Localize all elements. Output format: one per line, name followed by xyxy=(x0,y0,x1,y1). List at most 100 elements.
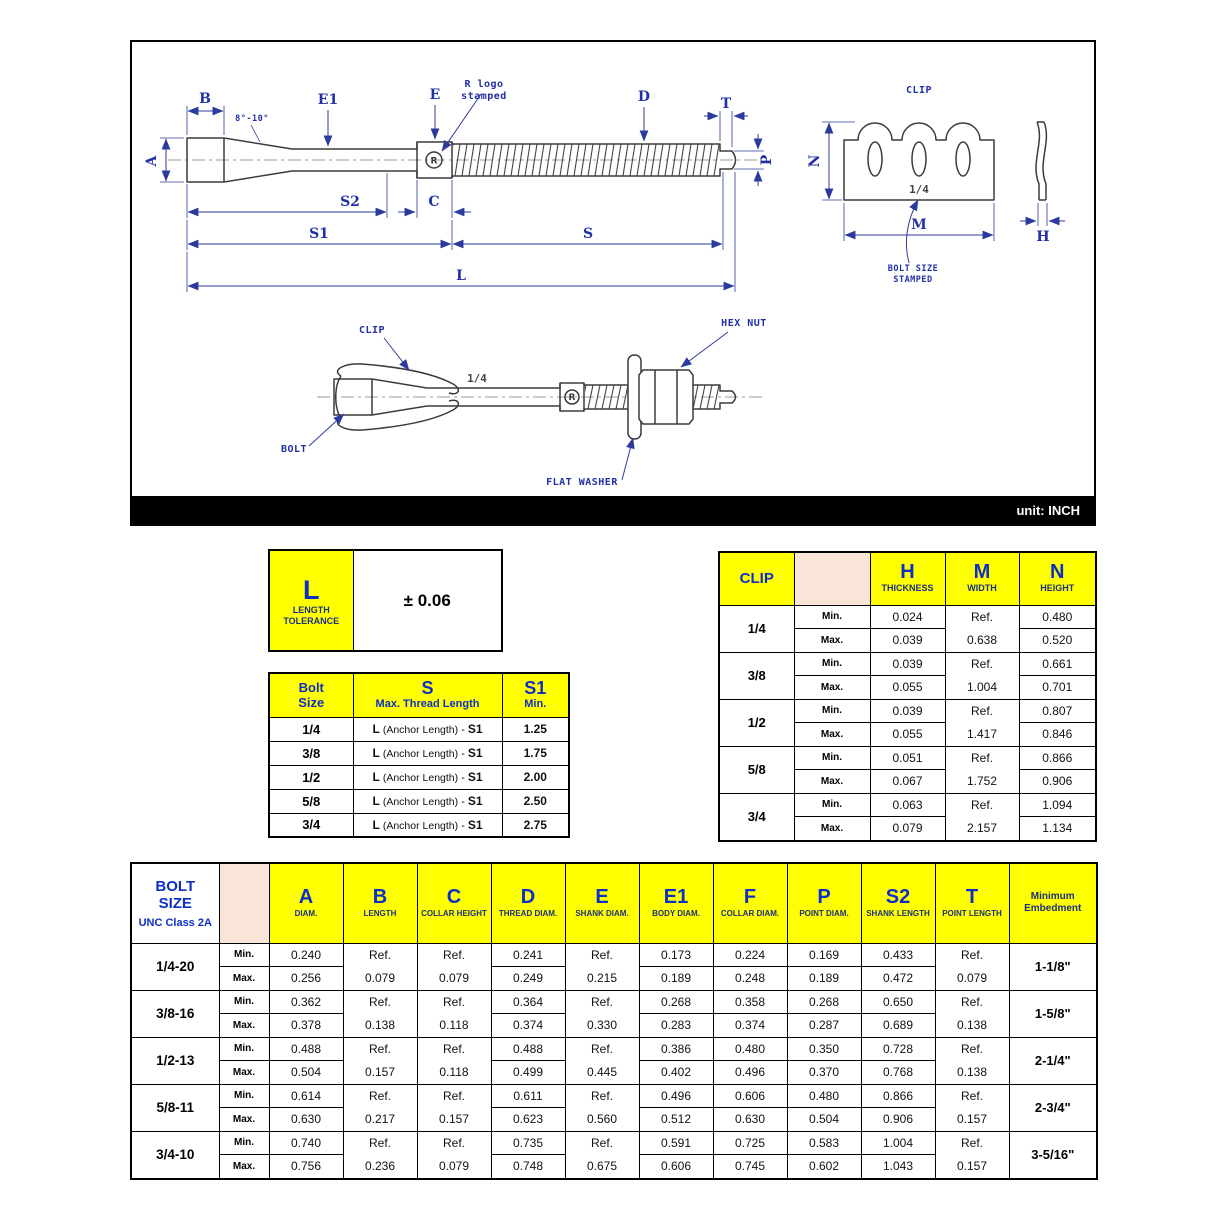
col-symbol: H xyxy=(900,561,915,584)
dim-p-label: P xyxy=(759,154,775,165)
ref-label: Ref. xyxy=(970,609,993,624)
max-label: Max. xyxy=(218,1013,270,1038)
wedge-anchor-drawing: R A B 8°-10° E1 E R logo stamped D xyxy=(144,79,1065,488)
a-min-value: 0.362 xyxy=(268,989,344,1014)
d-min-value: 0.488 xyxy=(490,1036,566,1061)
ref-label: Ref. xyxy=(960,994,983,1009)
formula-s1: S1 xyxy=(467,794,483,808)
table-row: 5/8-11 Min. 0.614 Ref.0.217 Ref.0.157 0.… xyxy=(130,1083,1098,1132)
embedment-header-line1: Minimum xyxy=(1030,891,1075,903)
c-ref-cell: Ref.0.118 xyxy=(416,989,492,1038)
bolt-size-cell: 1/2-13 xyxy=(130,1036,220,1085)
s2-max-value: 0.906 xyxy=(860,1107,936,1132)
s1-min-value: 2.00 xyxy=(501,764,570,790)
bolt-size-cell: 1/4-20 xyxy=(130,942,220,991)
ref-label: Ref. xyxy=(442,1135,465,1150)
e1-max-value: 0.283 xyxy=(638,1013,714,1038)
ref-label: Ref. xyxy=(590,947,613,962)
col-symbol: S xyxy=(421,678,434,699)
n-max-value: 0.701 xyxy=(1018,675,1097,700)
h-min-value: 0.039 xyxy=(869,651,946,676)
n-min-value: 1.094 xyxy=(1018,792,1097,818)
ref-label: Ref. xyxy=(368,947,391,962)
max-label: Max. xyxy=(218,1107,270,1132)
ref-label: Ref. xyxy=(442,1088,465,1103)
clip-callout: CLIP xyxy=(359,325,385,336)
h-min-value: 0.039 xyxy=(869,698,946,723)
formula-s1: S1 xyxy=(467,722,483,736)
r-logo-callout-line2: stamped xyxy=(461,91,507,102)
clip-front-view: CLIP 1/4 N M BOLT SIZE STAMPED xyxy=(807,85,995,285)
ref-label: Ref. xyxy=(442,1041,465,1056)
table-row: 3/8 L(Anchor Length)-S1 1.75 xyxy=(268,740,570,766)
formula-sep: - xyxy=(461,772,465,784)
a-min-value: 0.614 xyxy=(268,1083,344,1108)
thread-length-table: Bolt Size S Max. Thread Length S1 Min. 1… xyxy=(268,672,570,838)
table-row: Max. 0.079 1.134 xyxy=(719,816,1097,841)
max-label: Max. xyxy=(793,628,871,653)
s2-min-value: 0.866 xyxy=(860,1083,936,1108)
col-label: LENGTH xyxy=(363,908,397,918)
bolt-size-stamp: 1/4 xyxy=(909,183,929,196)
p-max-value: 0.189 xyxy=(786,966,862,991)
col-label: POINT DIAM. xyxy=(799,908,849,918)
bolt-size-stamp: 1/4 xyxy=(467,372,487,385)
clip-front-label: CLIP xyxy=(906,85,932,96)
d-max-value: 0.374 xyxy=(490,1013,566,1038)
max-label: Max. xyxy=(218,1154,270,1179)
m-ref-cell: Ref.1.004 xyxy=(944,651,1020,700)
formula-mid: (Anchor Length) xyxy=(382,772,459,784)
clip-size-cell: 1/4 xyxy=(718,604,795,653)
table-row: Max. 0.378 0.374 0.283 0.374 0.287 0.689 xyxy=(131,1013,1097,1038)
col-label: WIDTH xyxy=(967,583,997,594)
clip-size-cell: 3/8 xyxy=(718,651,795,700)
header-line1: Bolt xyxy=(298,680,324,696)
col-label: COLLAR DIAM. xyxy=(720,908,780,918)
bolt-size-stamped-line1: BOLT SIZE xyxy=(888,264,939,274)
r-logo-icon xyxy=(425,151,443,169)
t-ref-cell: Ref.0.157 xyxy=(934,1130,1010,1179)
hex-nut-shape xyxy=(638,369,694,425)
col-label: THREAD DIAM. xyxy=(498,908,558,918)
f-min-value: 0.480 xyxy=(712,1036,788,1061)
f-min-value: 0.606 xyxy=(712,1083,788,1108)
c-ref-value: 0.079 xyxy=(438,1158,470,1173)
d-min-value: 0.735 xyxy=(490,1130,566,1156)
f-min-value: 0.358 xyxy=(712,989,788,1014)
n-min-value: 0.807 xyxy=(1018,698,1097,723)
t-ref-cell: Ref.0.138 xyxy=(934,1036,1010,1085)
b-ref-cell: Ref.0.217 xyxy=(342,1083,418,1132)
table-row: Max. 0.756 0.748 0.606 0.745 0.602 1.043 xyxy=(131,1154,1097,1179)
b-ref-value: 0.079 xyxy=(364,970,396,985)
ref-label: Ref. xyxy=(590,1135,613,1150)
a-min-value: 0.488 xyxy=(268,1036,344,1061)
m-ref-cell: Ref.0.638 xyxy=(944,604,1020,653)
e-ref-value: 0.215 xyxy=(586,970,618,985)
col-label: POINT LENGTH xyxy=(942,908,1002,918)
table-row: 5/8 L(Anchor Length)-S1 2.50 xyxy=(268,788,570,814)
col-label: HEIGHT xyxy=(1040,583,1075,594)
ref-label: Ref. xyxy=(590,994,613,1009)
min-label: Min. xyxy=(793,792,871,818)
r-logo-letter: R xyxy=(431,157,438,167)
embedment-header-line2: Embedment xyxy=(1024,903,1082,915)
t-ref-cell: Ref.0.138 xyxy=(934,989,1010,1038)
formula-s1: S1 xyxy=(467,817,483,832)
bolt-size-cell: 3/4-10 xyxy=(130,1130,220,1179)
embedment-cell: 3-5/16" xyxy=(1008,1130,1098,1179)
formula-l: L xyxy=(372,770,380,784)
a-max-value: 0.504 xyxy=(268,1060,344,1085)
r-logo-letter: R xyxy=(569,393,576,403)
unit-label: unit: INCH xyxy=(1016,502,1080,518)
e1-min-value: 0.386 xyxy=(638,1036,714,1061)
table-row: 1/2 Min. 0.039 Ref.1.417 0.807 xyxy=(718,698,1097,747)
col-symbol: T xyxy=(965,885,979,908)
col-header-s: S Max. Thread Length xyxy=(352,672,503,718)
col-symbol: M xyxy=(973,561,991,584)
bolt-size-stamped-line2: STAMPED xyxy=(893,275,932,285)
